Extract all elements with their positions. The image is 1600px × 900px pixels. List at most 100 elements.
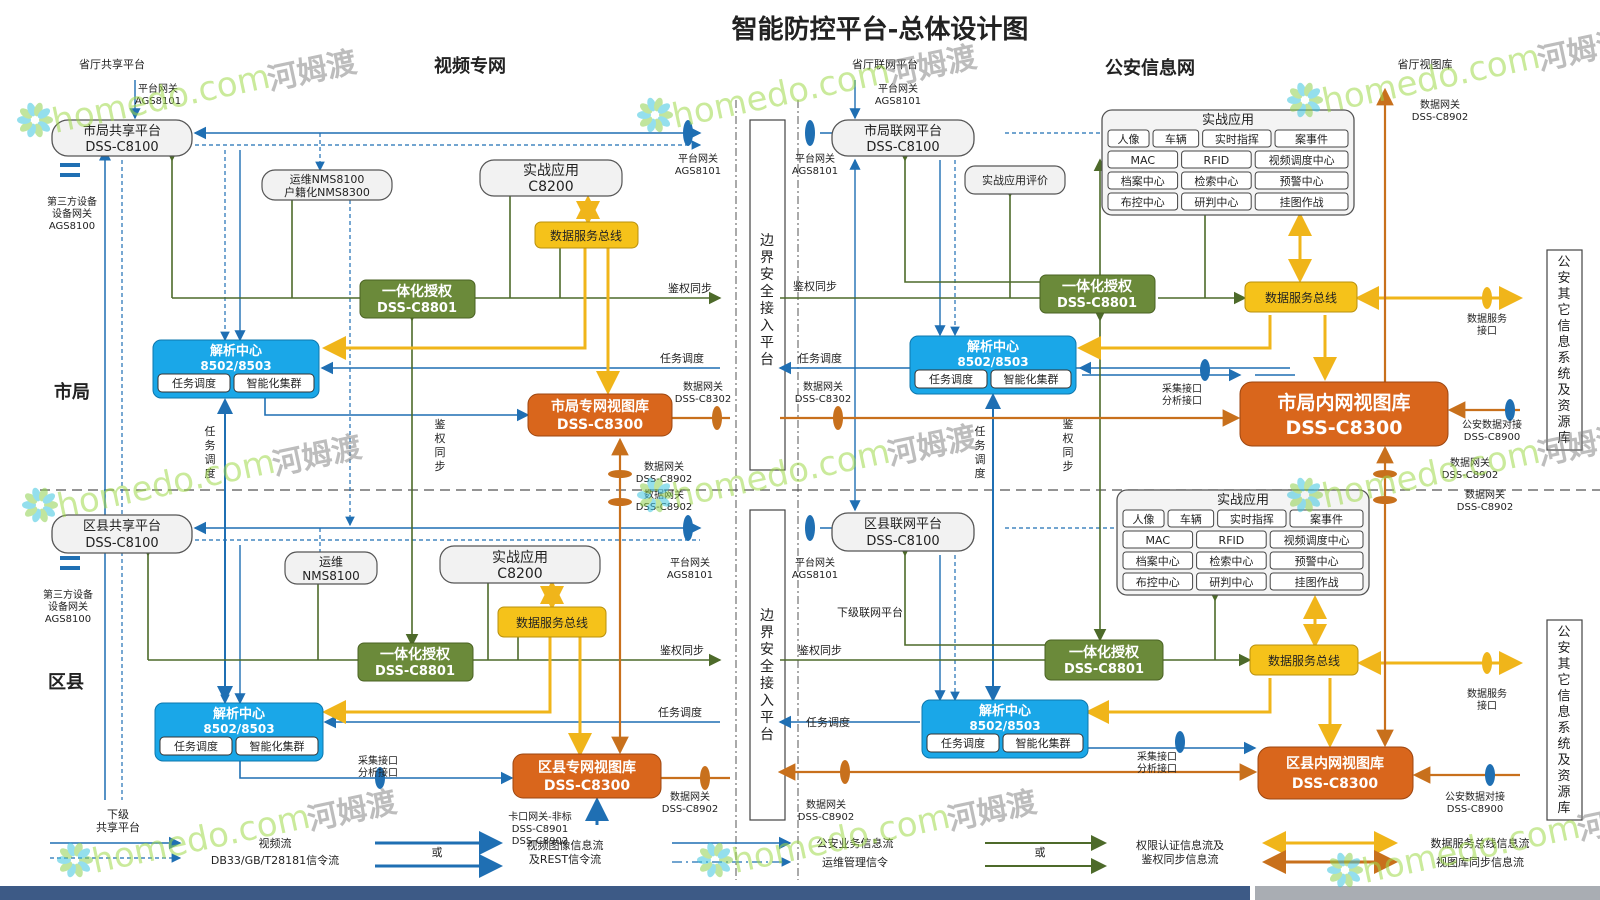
svg-text:DSS-C8801: DSS-C8801	[1064, 662, 1144, 677]
dsb-city-right[interactable]: 数据服务总线	[1244, 281, 1358, 313]
svg-text:DSS-C8100: DSS-C8100	[85, 140, 158, 155]
analysis-county-right[interactable]: 解析中心 8502/8503 任务调度 智能化集群	[921, 699, 1089, 759]
svg-text:户籍化NMS8300: 户籍化NMS8300	[284, 185, 370, 199]
county-inner-lib[interactable]: 区县内网视图库 DSS-C8300	[1257, 746, 1414, 800]
auth-city-right[interactable]: 一体化授权 DSS-C8801	[1039, 274, 1156, 314]
city-link-platform[interactable]: 市局联网平台 DSS-C8100	[831, 119, 975, 157]
city-video-lib[interactable]: 市局专网视图库 DSS-C8300	[527, 393, 673, 437]
auth-county-left[interactable]: 一体化授权 DSS-C8801	[357, 642, 474, 682]
label-task-r1: 任务调度	[798, 351, 842, 365]
legend-video: 视频流	[259, 836, 292, 850]
svg-text:homedo.com: homedo.com	[54, 442, 279, 527]
city-share-platform[interactable]: 市局共享平台 DSS-C8100	[51, 119, 193, 157]
app-tile-label: MAC	[1146, 534, 1171, 547]
svg-text:一体化授权: 一体化授权	[1069, 644, 1140, 661]
ops-county-node[interactable]: 运维 NMS8100	[284, 551, 378, 585]
boundary-label-city: 边界安全接入平台	[760, 233, 774, 368]
app-tile[interactable]	[1254, 192, 1349, 211]
app-tile[interactable]	[1202, 129, 1272, 148]
app-tile[interactable]	[1269, 551, 1364, 570]
svg-text:homedo.com: homedo.com	[1359, 807, 1584, 892]
app-tile[interactable]	[1181, 150, 1252, 169]
app-tile[interactable]	[1167, 509, 1215, 528]
external-systems-city	[1546, 249, 1583, 451]
app-tile[interactable]	[1107, 171, 1179, 190]
app-tile[interactable]	[1269, 572, 1364, 591]
app-tile[interactable]	[1196, 530, 1267, 549]
dsb-city-left[interactable]: 数据服务总线	[534, 221, 639, 249]
app-tile-label: 挂图作战	[1295, 575, 1339, 589]
app-tile[interactable]	[1122, 572, 1194, 591]
county-link-platform[interactable]: 区县联网平台 DSS-C8100	[831, 512, 975, 552]
app-tile[interactable]	[1122, 551, 1194, 570]
gw-label-collect-city: 采集接口分析接口	[1162, 382, 1202, 407]
label-auth-sync-r1: 鉴权同步	[793, 280, 837, 293]
label-auth-sync-r2: 鉴权同步	[798, 644, 842, 657]
svg-text:DSS-C8300: DSS-C8300	[1292, 776, 1378, 792]
auth-county-right[interactable]: 一体化授权 DSS-C8801	[1044, 639, 1164, 681]
app-tile[interactable]	[1196, 572, 1267, 591]
svg-text:NMS8100: NMS8100	[302, 569, 360, 583]
city-inner-lib[interactable]: 市局内网视图库 DSS-C8300	[1239, 381, 1449, 447]
label-task-vertical-r: 任务调度	[975, 425, 986, 480]
app-eval-node[interactable]: 实战应用评价	[964, 165, 1066, 195]
lower-link-label: 下级联网平台	[837, 605, 903, 619]
app-tile[interactable]	[1196, 551, 1267, 570]
svg-text:任务调度: 任务调度	[172, 376, 216, 390]
svg-text:实战应用评价: 实战应用评价	[982, 173, 1048, 187]
app-tile[interactable]	[1181, 171, 1252, 190]
svg-text:DSS-C8300: DSS-C8300	[1286, 417, 1403, 439]
legend-or-2: 或	[1035, 846, 1046, 859]
app-city-node[interactable]: 实战应用 C8200	[479, 159, 623, 197]
gw-label-collect-left: 采集接口分析接口	[358, 754, 398, 779]
ops-city-node[interactable]: 运维NMS8100 户籍化NMS8300	[261, 169, 393, 201]
gateway-collect-left	[375, 767, 385, 789]
app-tile[interactable]	[1107, 129, 1150, 148]
county-share-platform[interactable]: 区县共享平台 DSS-C8100	[51, 514, 193, 554]
gateway-c8900-county	[1485, 764, 1495, 786]
app-tile[interactable]	[1217, 509, 1287, 528]
app-tile[interactable]	[1289, 509, 1364, 528]
app-tile[interactable]	[1107, 150, 1179, 169]
svg-text:解析中心: 解析中心	[212, 706, 265, 722]
svg-text:解析中心: 解析中心	[978, 703, 1031, 719]
app-tile[interactable]	[1152, 129, 1200, 148]
svg-text:实战应用: 实战应用	[492, 549, 548, 566]
analysis-county-left[interactable]: 解析中心 8502/8503 任务调度 智能化集群	[154, 702, 324, 762]
app-county-node[interactable]: 实战应用 C8200	[439, 545, 601, 584]
dsb-county-left[interactable]: 数据服务总线	[497, 606, 607, 638]
app-tile[interactable]	[1254, 150, 1349, 169]
app-tile[interactable]	[1274, 129, 1349, 148]
svg-text:8502/8503: 8502/8503	[969, 719, 1040, 733]
svg-text:C8200: C8200	[497, 566, 542, 582]
svg-text:运维: 运维	[319, 555, 343, 569]
auth-city-left[interactable]: 一体化授权 DSS-C8801	[359, 279, 476, 319]
gateway-c8302-right	[833, 406, 843, 430]
svg-text:解析中心: 解析中心	[966, 339, 1019, 355]
flow-cdsb-to-canalysis	[322, 637, 552, 724]
app-tile-label: 视频调度中心	[1269, 153, 1335, 167]
analysis-city-left[interactable]: 解析中心 8502/8503 任务调度 智能化集群	[152, 339, 320, 399]
app-tile[interactable]	[1254, 171, 1349, 190]
svg-text:DSS-C8100: DSS-C8100	[866, 534, 939, 549]
svg-text:数据服务总线: 数据服务总线	[1268, 653, 1340, 668]
app-tile[interactable]	[1107, 192, 1179, 211]
app-tile[interactable]	[1181, 192, 1252, 211]
county-video-lib[interactable]: 区县专网视图库 DSS-C8300	[512, 753, 662, 799]
app-tile[interactable]	[1269, 530, 1364, 549]
label-task-vertical-l: 任务调度	[205, 425, 216, 480]
app-tile[interactable]	[1122, 509, 1165, 528]
analysis-city-right[interactable]: 解析中心 8502/8503 任务调度 智能化集群	[909, 335, 1077, 395]
app-tile[interactable]	[1122, 530, 1194, 549]
dsb-county-right[interactable]: 数据服务总线	[1249, 644, 1359, 676]
